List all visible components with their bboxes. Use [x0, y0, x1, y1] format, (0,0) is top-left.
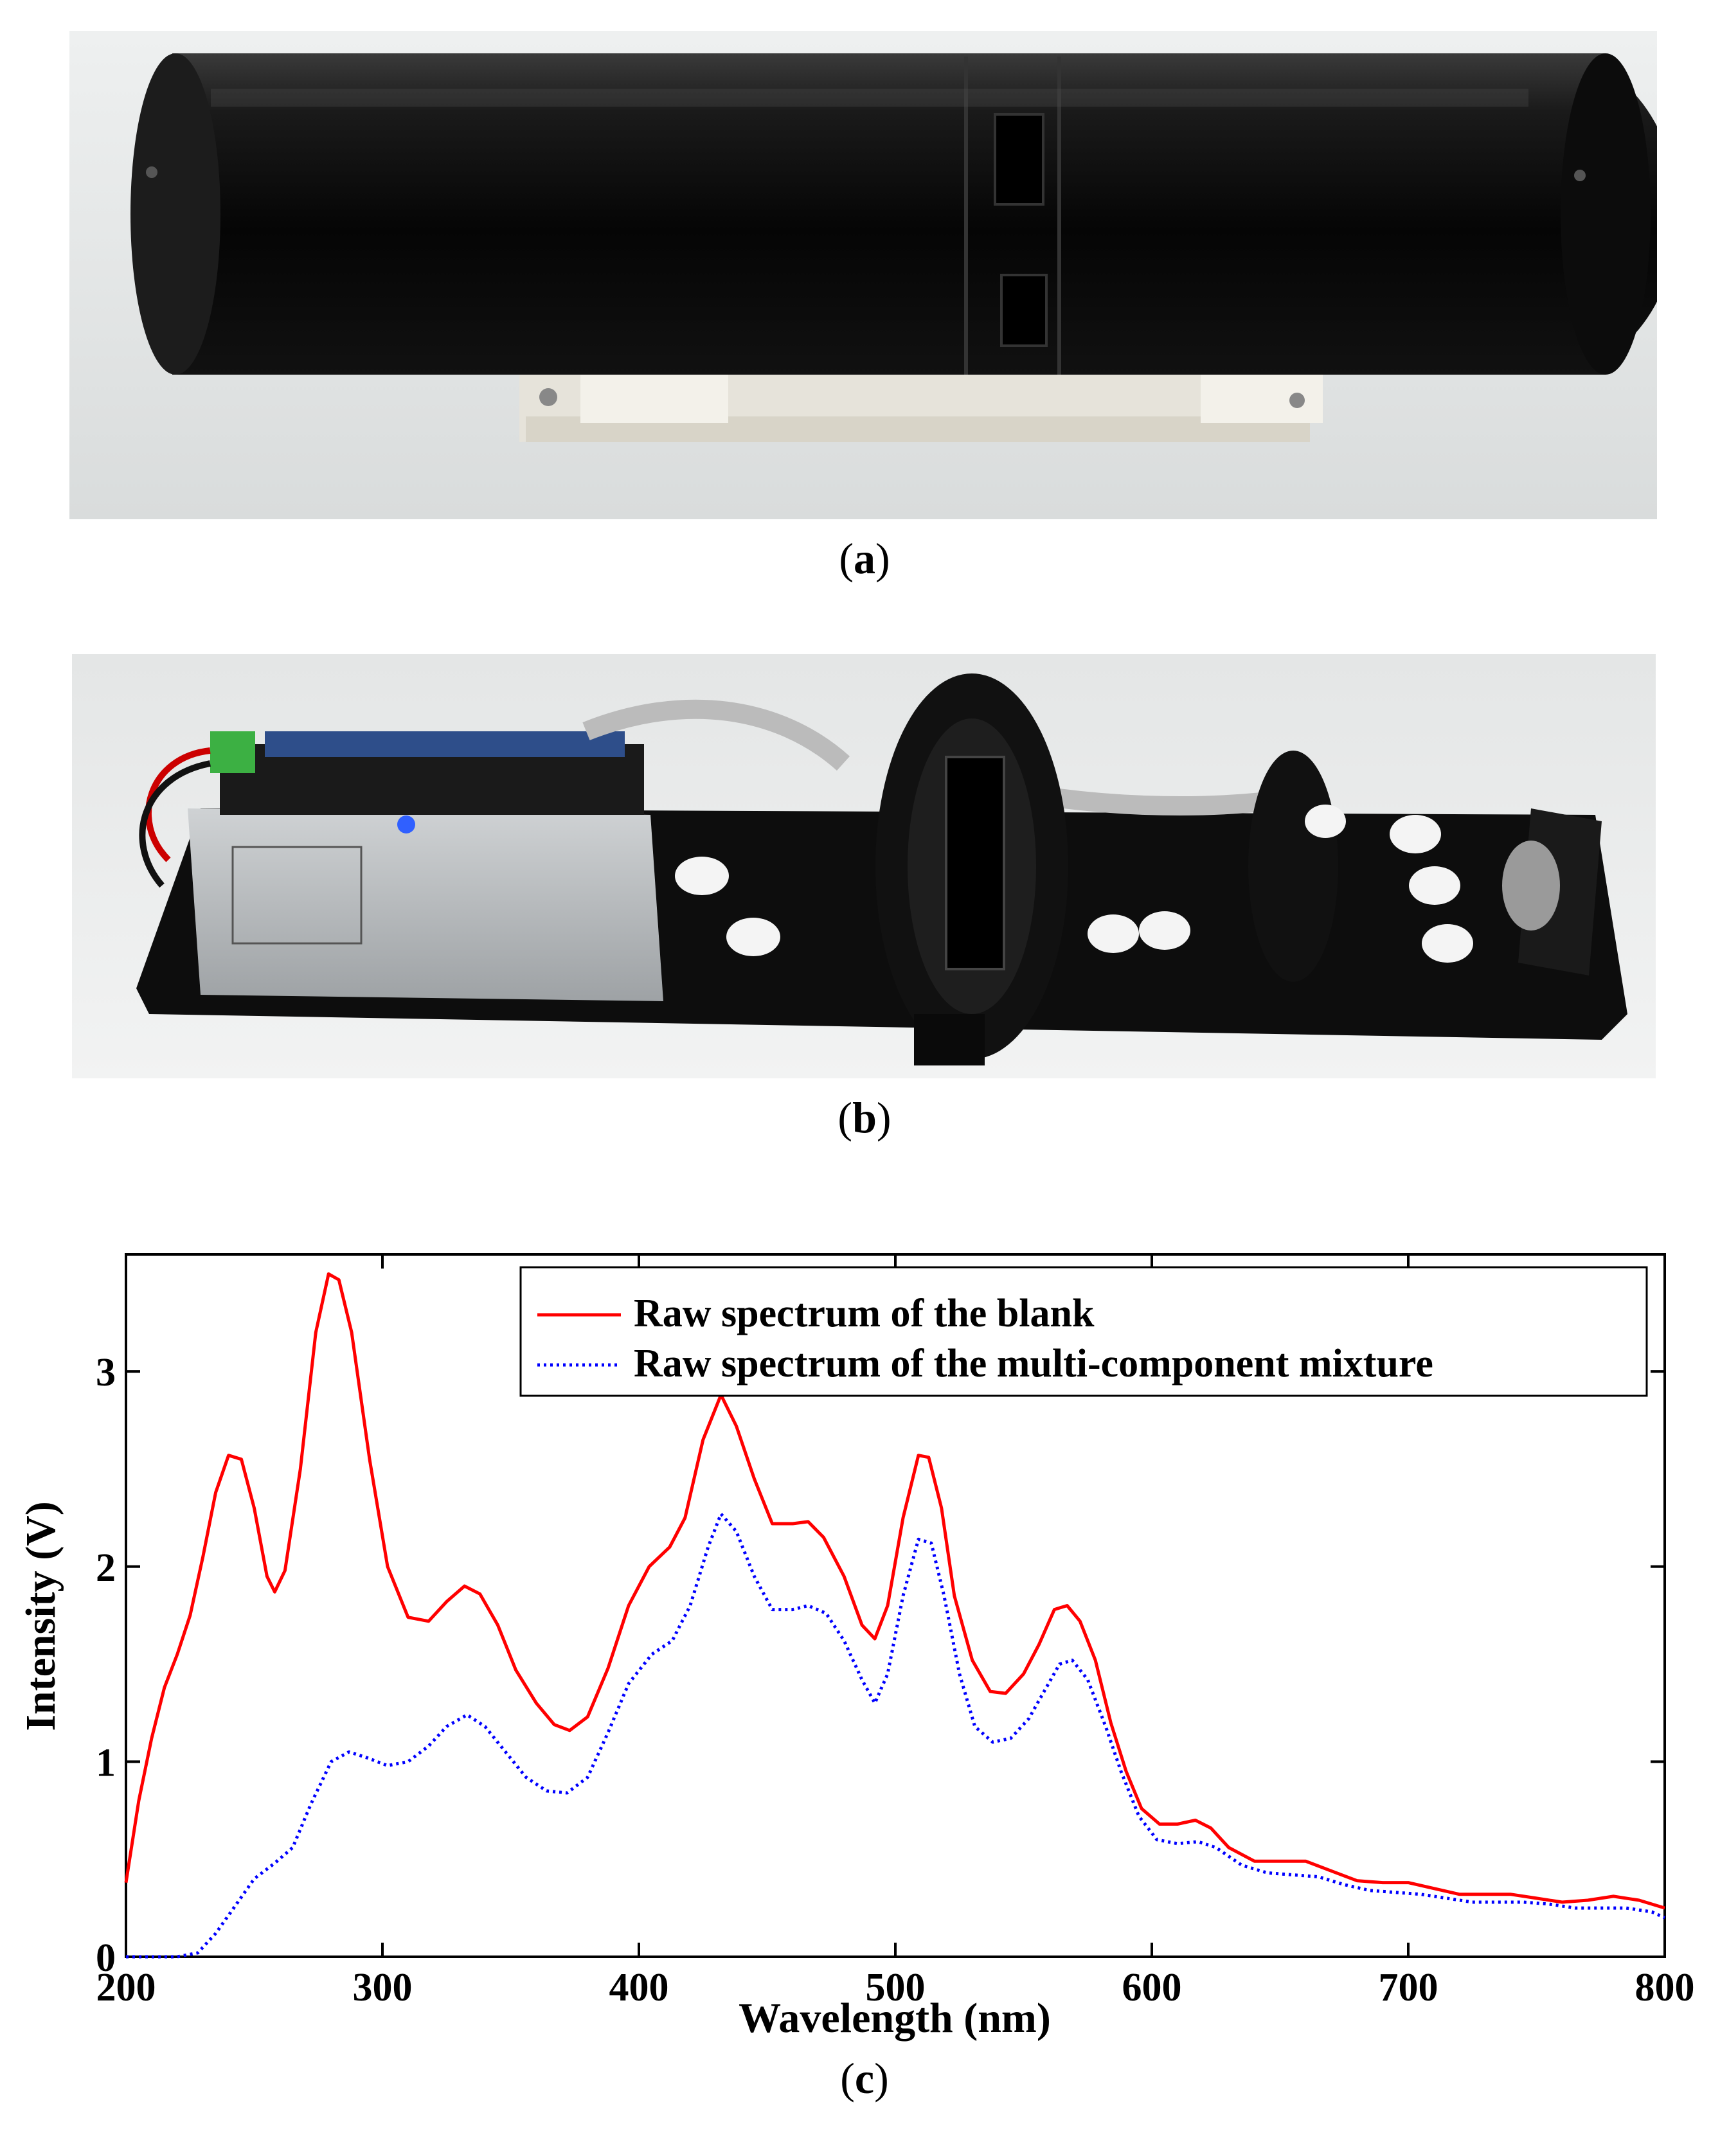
- photo-a: [69, 31, 1657, 519]
- x-tick-label: 600: [1122, 1966, 1182, 2009]
- y-tick-label: 0: [96, 1936, 116, 1980]
- x-tick-label: 700: [1379, 1966, 1438, 2009]
- caption-b: (b): [838, 1093, 891, 1142]
- x-tick-label: 500: [866, 1966, 926, 2009]
- y-axis-label: Intensity (V): [17, 1501, 64, 1731]
- plot-area: 200 300 400 500 600 700 800 0 1 2 3 Raw spectrum of…: [96, 1253, 1695, 2009]
- spectrum-chart: 200 300 400 500 600 700 800 0 1 2 3 Raw spectrum of…: [0, 1221, 1729, 2044]
- y-tick-label: 2: [96, 1546, 116, 1590]
- x-tick-label: 400: [609, 1966, 669, 2009]
- legend-label-1: Raw spectrum of the blank: [634, 1292, 1095, 1335]
- y-tick-label: 3: [96, 1351, 116, 1394]
- photo-b: [72, 654, 1656, 1078]
- y-tick-label: 1: [96, 1741, 116, 1785]
- series-line-1: [124, 1272, 1665, 1910]
- legend-box: [519, 1266, 1648, 1397]
- legend-label-2: Raw spectrum of the multi-component mixt…: [634, 1342, 1433, 1385]
- x-tick-label: 800: [1635, 1966, 1695, 2009]
- photo-a-illustration: [69, 31, 1657, 519]
- caption-a: (a): [839, 534, 890, 583]
- series-line-2: [126, 1512, 1666, 1959]
- x-axis-label: Wavelength (nm): [739, 1995, 1051, 2042]
- photo-b-illustration: [72, 654, 1656, 1078]
- x-tick-label: 300: [353, 1966, 413, 2009]
- spectrum-chart-svg: 200 300 400 500 600 700 800 0 1 2 3 Raw spectrum of…: [17, 1253, 1695, 2042]
- x-tick-label: 200: [96, 1966, 156, 2009]
- caption-c: (c): [840, 2054, 889, 2103]
